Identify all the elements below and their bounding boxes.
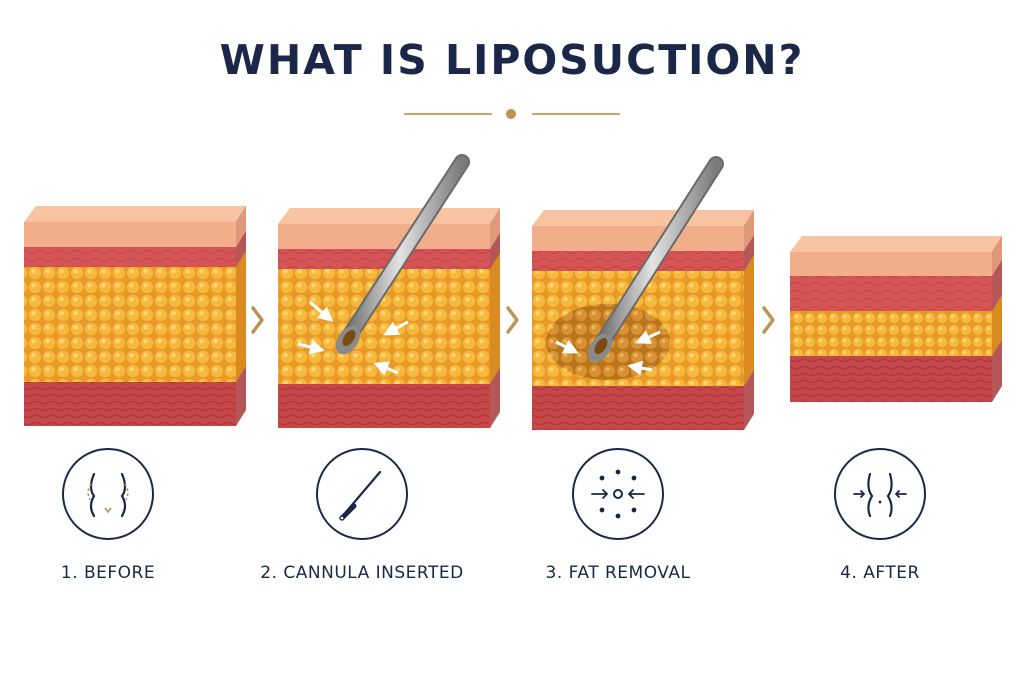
- step-label-before: 1. BEFORE: [60, 563, 156, 583]
- step-label-fat-removal: 3. FAT REMOVAL: [545, 563, 691, 583]
- chevron-right-icon: [251, 306, 264, 334]
- tissue-block-cannula: [278, 208, 500, 428]
- step-1-icon-circle: [62, 448, 154, 540]
- tissue-block-before: [24, 206, 246, 426]
- divider-dot: [506, 109, 516, 119]
- chevron-right-icon: [762, 306, 775, 334]
- tissue-block-fat-removal: [532, 210, 754, 430]
- tissue-block-after: [790, 236, 1002, 402]
- divider-line-left: [404, 113, 492, 115]
- divider-line-right: [532, 113, 620, 115]
- chevron-right-icon: [506, 306, 519, 334]
- suction-arrows: [555, 330, 661, 376]
- cannula-instrument: [587, 156, 724, 363]
- page-title: WHAT IS LIPOSUCTION?: [219, 36, 805, 84]
- cannula-icon: [339, 470, 382, 521]
- cannula-instrument: [335, 154, 470, 355]
- fat-dispersion-icon: [591, 469, 645, 519]
- slim-body-icon: [853, 472, 907, 518]
- step-4-icon-circle: [834, 448, 926, 540]
- step-3-icon-circle: [572, 448, 664, 540]
- step-label-cannula-inserted: 2. CANNULA INSERTED: [260, 563, 464, 583]
- suction-arrows: [297, 300, 409, 376]
- body-silhouette-icon: [87, 472, 129, 518]
- step-label-after: 4. AFTER: [840, 563, 920, 583]
- title-divider: [404, 108, 620, 120]
- step-2-icon-circle: [316, 448, 408, 540]
